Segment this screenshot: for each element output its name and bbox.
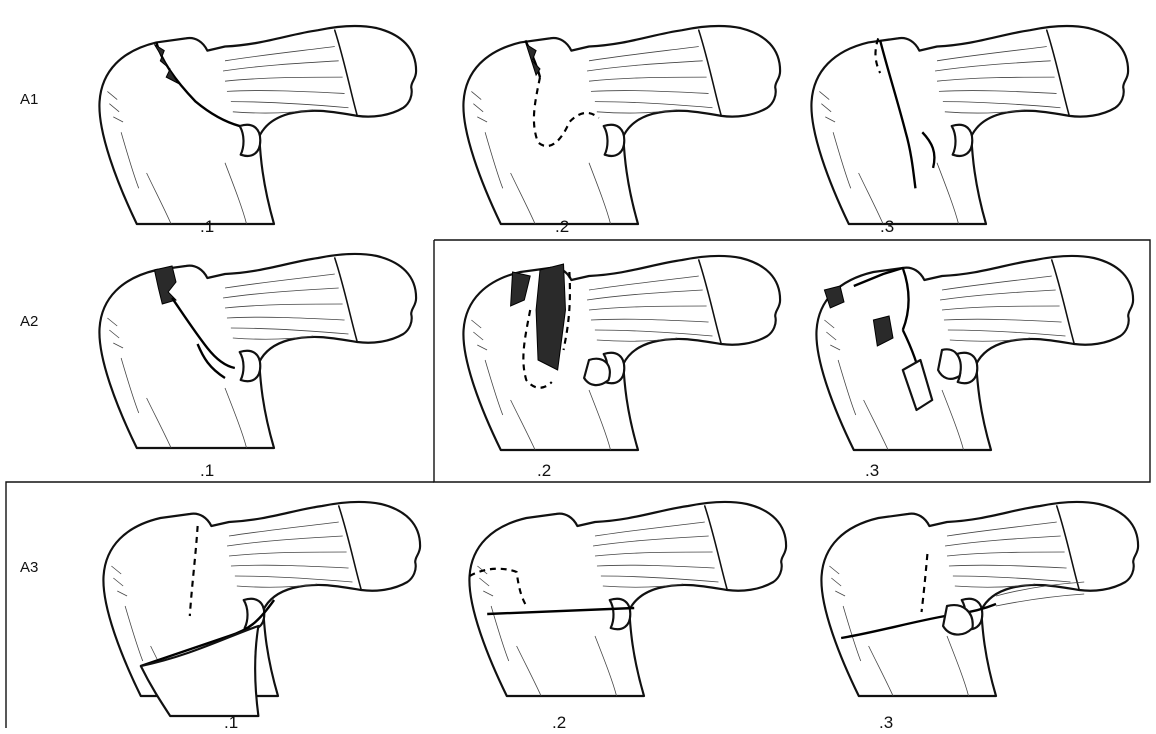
panel-label-a3-1: .1 xyxy=(224,713,238,732)
panel-a3-2 xyxy=(469,502,786,696)
panel-a1-2 xyxy=(463,26,780,224)
panel-label-a2-2: .2 xyxy=(537,461,551,480)
panel-a3-1 xyxy=(103,502,420,716)
panel-label-a1-3: .3 xyxy=(880,217,894,236)
panel-a2-2 xyxy=(463,256,780,450)
panel-label-a3-3: .3 xyxy=(879,713,893,732)
row-label-a3: A3 xyxy=(20,559,38,576)
panel-a1-1 xyxy=(99,26,416,224)
panel-label-a1-1: .1 xyxy=(200,217,214,236)
panel-a3-3 xyxy=(821,502,1138,696)
panel-label-a2-1: .1 xyxy=(200,461,214,480)
panel-label-a2-3: .3 xyxy=(865,461,879,480)
panel-a2-1 xyxy=(99,254,416,448)
panel-a1-3 xyxy=(811,26,1128,224)
row-label-a2: A2 xyxy=(20,313,38,330)
panel-label-a1-2: .2 xyxy=(555,217,569,236)
row-label-a1: A1 xyxy=(20,91,38,108)
panel-a2-3 xyxy=(816,256,1133,450)
panel-label-a3-2: .2 xyxy=(552,713,566,732)
